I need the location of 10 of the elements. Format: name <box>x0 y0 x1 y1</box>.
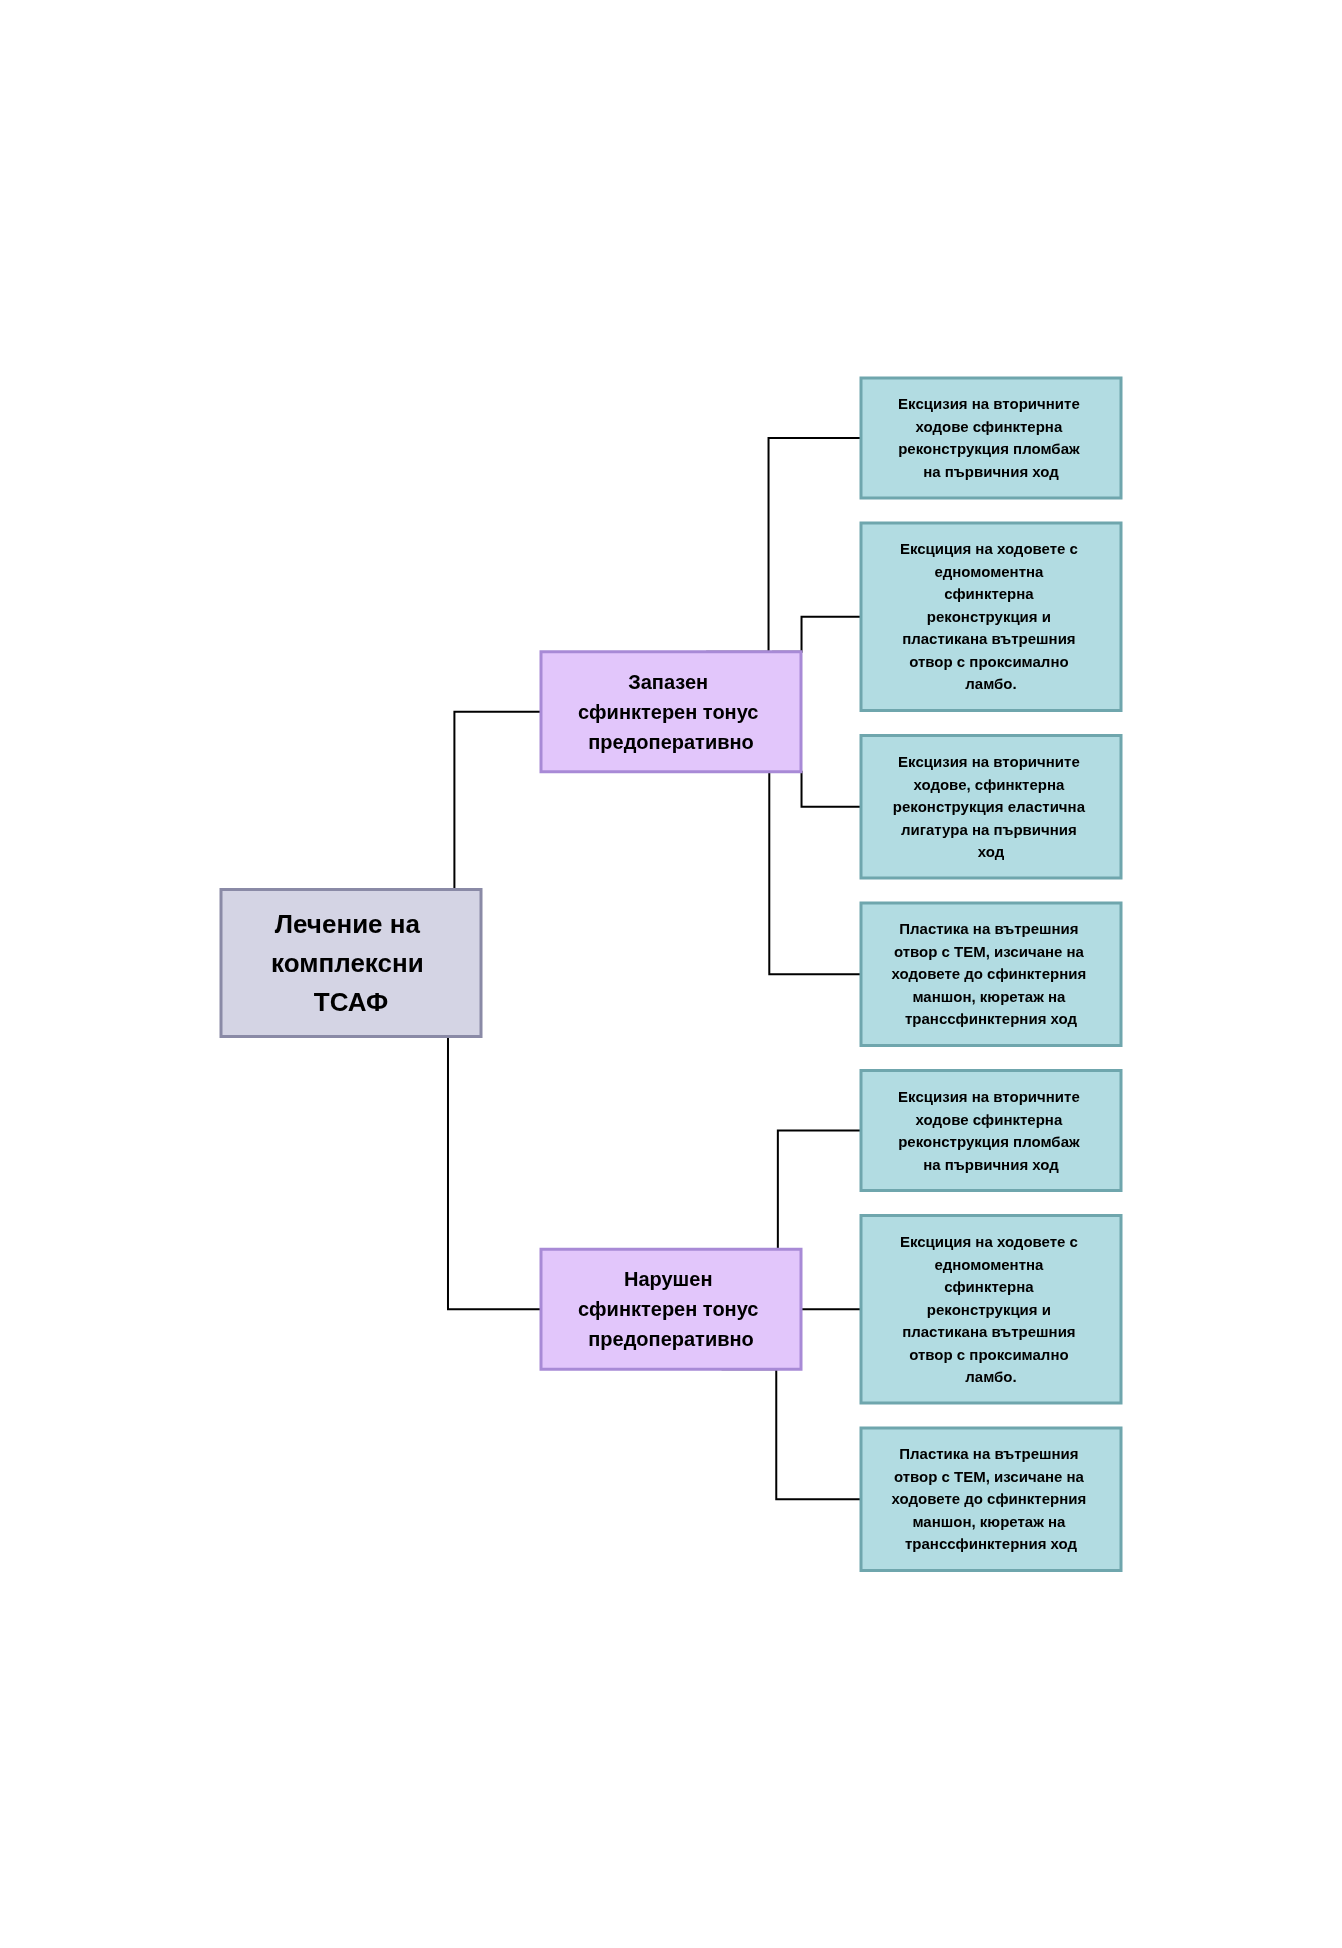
node-box: Ексцизия на вторичните ходове, сфинктерна реконструкция еластична лигатура на първичния ход <box>859 733 1123 880</box>
node-box: Пластика на вътрешния отвор с ТЕМ, изсичане на ходовете до сфинктерния маншон, кюретаж на транссфинктерния ход <box>859 901 1123 1047</box>
node-box: Запазен сфинктерен тонус предоперативно <box>539 650 803 773</box>
node-box: Лечение на комплексни ТСАФ <box>219 887 483 1038</box>
node-box: Ексциция на ходовете с едномоментна сфинктерна реконструкция и пластикана вътрешния отвор с проксимално ламбо. <box>859 521 1123 712</box>
node-box: Ексциция на ходовете с едномоментна сфинктерна реконструкция и пластикана вътрешния отвор с проксимално ламбо. <box>859 1213 1123 1405</box>
node-box: Ексцизия на вторичните ходове сфинктерна реконструкция пломбаж на първичния ход <box>859 1068 1123 1192</box>
node-box: Пластика на вътрешния отвор с ТЕМ, изсичане на ходовете до сфинктерния маншон, кюретаж на транссфинктерния ход <box>859 1426 1123 1572</box>
node-box: Нарушен сфинктерен тонус предоперативно <box>539 1247 803 1371</box>
node-box: Ексцизия на вторичните ходове сфинктерна реконструкция пломбаж на първичния ход <box>859 376 1123 500</box>
